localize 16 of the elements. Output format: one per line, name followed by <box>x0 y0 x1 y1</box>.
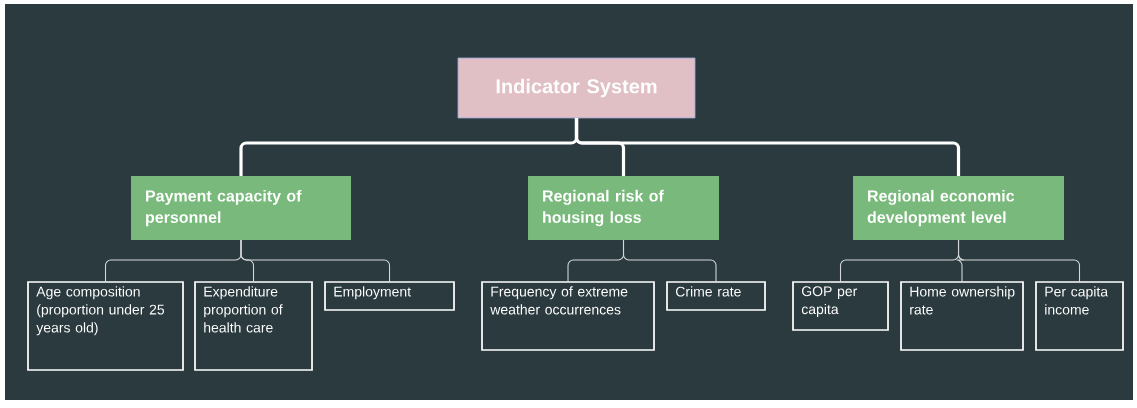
category-box: Regional economic development level <box>853 176 1064 240</box>
indicator-box: Employment <box>324 281 455 311</box>
indicator-box: GOP per capita <box>792 281 889 331</box>
title-box: Indicator System <box>457 57 696 119</box>
category-box: Regional risk of housing loss <box>528 176 719 240</box>
indicator-box: Age composition (proportion under 25 years old) <box>27 281 184 371</box>
indicator-box: Crime rate <box>666 281 766 311</box>
indicator-box: Per capita income <box>1035 281 1124 351</box>
indicator-box: Frequency of extreme weather occurrences <box>481 281 655 351</box>
indicator-box: Home ownership rate <box>900 281 1024 351</box>
category-box: Payment capacity of personnel <box>131 176 351 240</box>
indicator-box: Expenditure proportion of health care <box>194 281 313 371</box>
connector <box>622 239 717 283</box>
connector <box>957 239 1081 283</box>
connector <box>574 118 961 176</box>
connector <box>240 239 391 283</box>
